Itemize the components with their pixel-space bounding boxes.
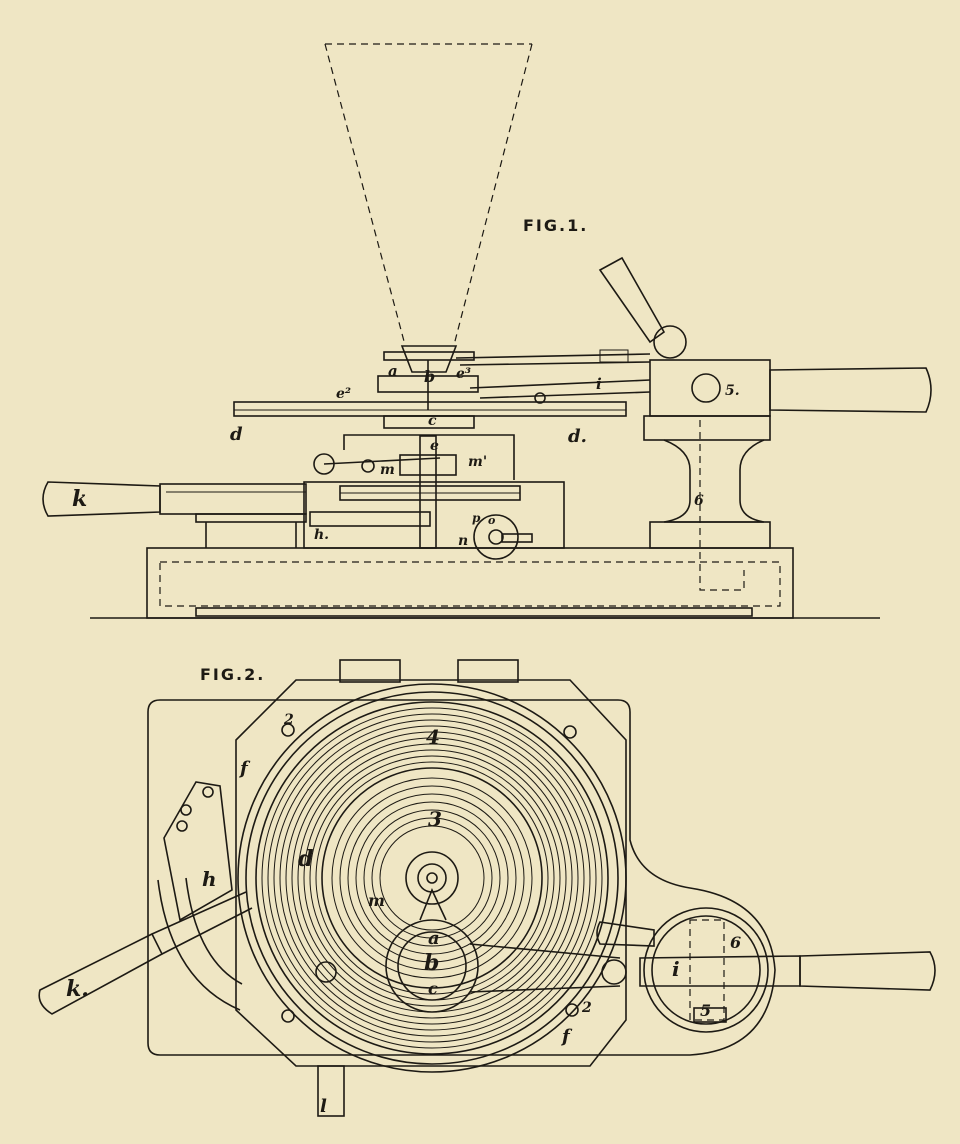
label-o: o [488,514,495,527]
label-m: m [380,462,395,478]
label-d-right: d. [568,426,587,447]
label-num2-top: 2 [283,712,294,728]
label-k: k [72,486,87,512]
figure-2: FIG.2. [38,659,936,1117]
label-num6: 6 [730,933,741,952]
label-d-left: d [230,424,243,445]
arm-pivot-column: 5. 6 [598,256,932,591]
cabinet-base [90,547,880,619]
label-num3: 3 [428,807,442,831]
figure-1-title: FIG.1. [523,216,588,235]
label-d: d [298,846,313,872]
label-n: n [458,533,468,549]
label-c: c [428,979,438,998]
tone-arm-top [385,887,936,1033]
label-m: m [368,891,385,910]
label-i: i [596,375,602,393]
label-num5: 5 [700,1001,711,1020]
label-num4: 4 [426,725,440,749]
top-view-base [147,659,776,1117]
label-6: 6 [694,493,704,509]
label-h: h. [314,527,329,543]
tone-arm [455,349,651,404]
label-m1: m' [468,454,487,470]
gear-sector [38,781,337,1015]
turntable-side: d d. [230,401,627,447]
label-f-top: f [238,758,251,779]
label-i: i [672,957,680,981]
horn-outline [324,43,533,346]
label-f-bottom: f [560,1026,573,1047]
label-a: a [428,928,440,949]
label-e: e [430,438,439,454]
label-5: 5. [725,383,740,399]
label-h: h [202,867,217,891]
label-e2: e² [336,386,351,402]
label-l: l [320,1096,327,1117]
label-b: b [424,367,435,386]
label-k: k. [66,976,89,1002]
figure-1: FIG.1. d d [42,43,932,619]
label-e3: e³ [456,366,471,382]
label-c: c [428,413,437,429]
crank-handle: k [42,481,307,548]
label-p: p [472,511,481,525]
label-num2-bottom: 2 [581,1000,592,1016]
sound-box [377,345,479,410]
label-a: a [388,362,398,380]
figure-2-title: FIG.2. [200,665,265,684]
label-b: b [424,950,439,976]
record-disc [237,683,627,1073]
